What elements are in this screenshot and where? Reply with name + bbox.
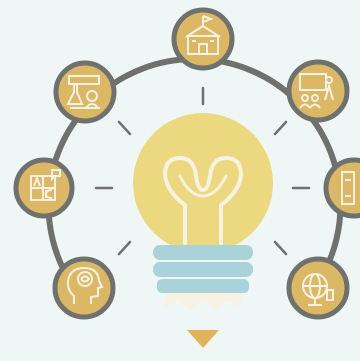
badge-lab — [53, 60, 117, 124]
badge-school — [171, 7, 235, 71]
badge-brain — [52, 256, 116, 320]
badge-classroom — [286, 59, 350, 123]
light-bulb-icon — [133, 113, 273, 310]
classroom-teacher-icon — [299, 73, 334, 109]
tick-lower-right — [273, 240, 288, 256]
school-building-icon — [185, 15, 221, 55]
bulb-base-ring-2 — [153, 262, 253, 277]
bulb-filament — [163, 156, 243, 245]
badge-books — [323, 157, 360, 219]
bulb-glass — [133, 113, 273, 253]
bulb-base-ring-3 — [157, 279, 249, 293]
bulb-base-tip — [165, 293, 241, 310]
badge-globe — [286, 256, 350, 320]
books-icon — [341, 171, 355, 205]
bulb-base-ring-1 — [153, 245, 253, 260]
badge-abc — [13, 157, 75, 219]
down-arrow-icon — [187, 330, 219, 348]
brain-head-icon — [66, 266, 104, 304]
tick-lower-left — [117, 240, 132, 256]
abc-blocks-icon — [30, 169, 61, 201]
bulb-filament-inner — [178, 174, 228, 198]
tick-upper-right — [273, 120, 288, 136]
tick-upper-left — [117, 120, 132, 136]
chemistry-lab-icon — [66, 75, 100, 109]
radiating-ticks — [94, 86, 311, 256]
globe-icon — [302, 273, 334, 306]
